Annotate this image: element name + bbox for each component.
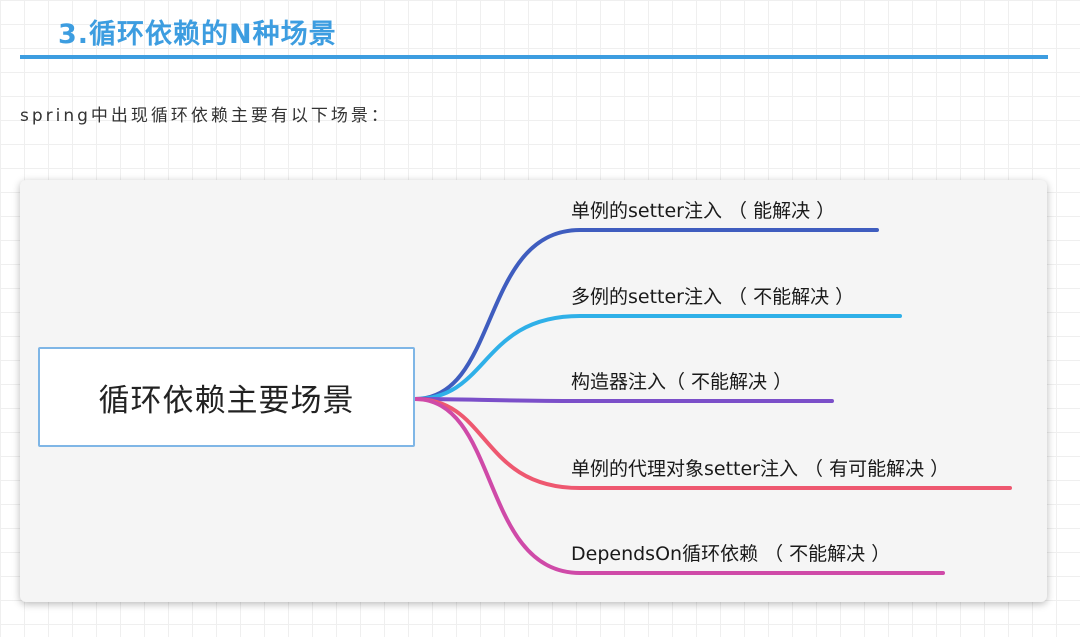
branch-connector-1 xyxy=(413,314,902,401)
mindmap-root-node: 循环依赖主要场景 xyxy=(38,347,415,447)
section-heading: 3.循环依赖的N种场景 xyxy=(58,19,337,50)
branch-label-4: DependsOn循环依赖 （ 不能解决 ） xyxy=(571,543,891,565)
branch-connector-4 xyxy=(413,397,945,575)
branch-label-2: 构造器注入（ 不能解决 ） xyxy=(571,371,793,393)
mindmap-connectors xyxy=(413,228,1012,575)
branch-label-1: 多例的setter注入 （ 不能解决 ） xyxy=(571,286,855,308)
mindmap-card: 循环依赖主要场景 单例的setter注入 （ 能解决 ） 多例的setter注入… xyxy=(20,180,1047,602)
branch-connector-3 xyxy=(413,397,1012,490)
heading-underline xyxy=(20,55,1048,59)
branch-connector-0 xyxy=(413,228,879,401)
root-node-label: 循环依赖主要场景 xyxy=(98,382,355,419)
branch-label-0: 单例的setter注入 （ 能解决 ） xyxy=(571,200,836,222)
branch-connector-2 xyxy=(413,397,834,403)
branch-label-3: 单例的代理对象setter注入 （ 有可能解决 ） xyxy=(571,458,950,480)
intro-text: spring中出现循环依赖主要有以下场景： xyxy=(20,106,391,126)
